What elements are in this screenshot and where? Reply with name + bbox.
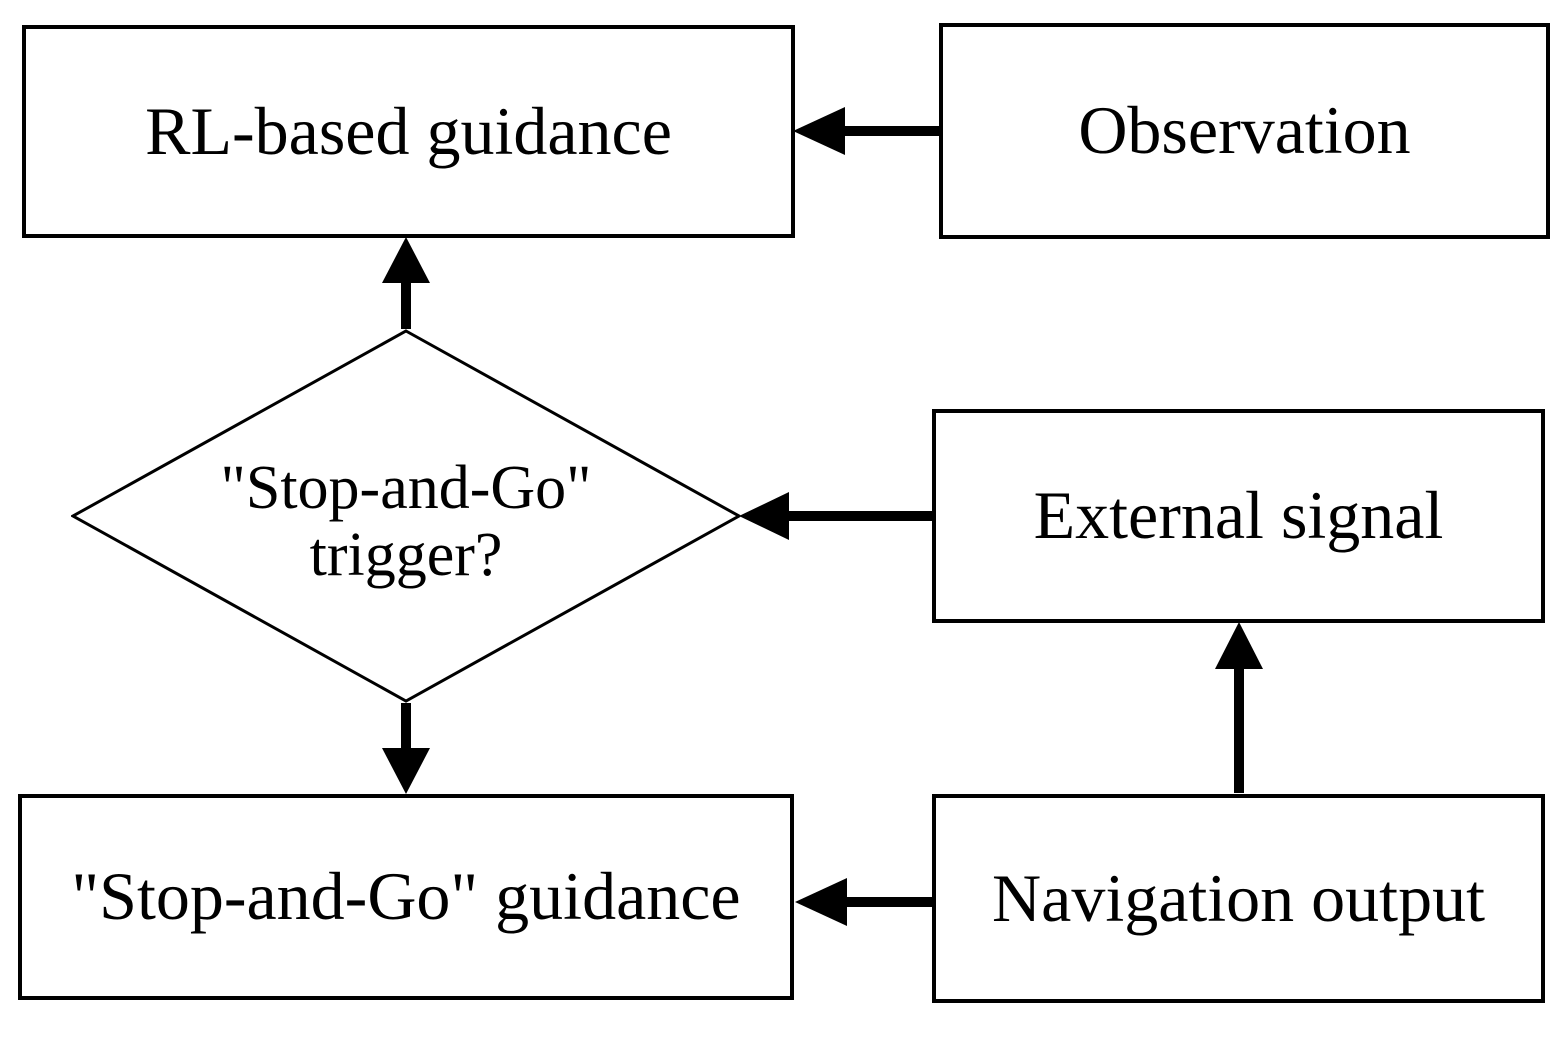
- arrow-trigger-to-rl-based-guidance: [382, 237, 430, 333]
- node-navigation-output-label: Navigation output: [992, 859, 1485, 936]
- node-stop-and-go-trigger[interactable]: "Stop-and-Go" trigger?: [71, 329, 741, 703]
- node-external-signal[interactable]: External signal: [932, 409, 1545, 623]
- node-rl-based-guidance[interactable]: RL-based guidance: [22, 25, 795, 238]
- node-stop-and-go-guidance-label: "Stop-and-Go" guidance: [71, 858, 741, 935]
- node-observation-label: Observation: [1078, 92, 1411, 169]
- node-stop-and-go-guidance[interactable]: "Stop-and-Go" guidance: [18, 794, 794, 1000]
- node-navigation-output[interactable]: Navigation output: [932, 794, 1545, 1003]
- arrow-trigger-to-stop-and-go-guidance: [382, 701, 430, 794]
- arrow-navigation-output-to-external-signal: [1215, 622, 1263, 793]
- arrow-external-signal-to-trigger: [739, 492, 932, 540]
- diamond-shape: [71, 329, 741, 703]
- node-rl-based-guidance-label: RL-based guidance: [145, 92, 672, 169]
- node-stop-and-go-trigger-label: "Stop-and-Go" trigger?: [220, 454, 592, 589]
- arrow-observation-to-rl-based-guidance: [793, 107, 939, 155]
- node-external-signal-label: External signal: [1033, 477, 1444, 554]
- arrow-navigation-output-to-stop-and-go-guidance: [795, 878, 932, 926]
- node-observation[interactable]: Observation: [939, 23, 1550, 239]
